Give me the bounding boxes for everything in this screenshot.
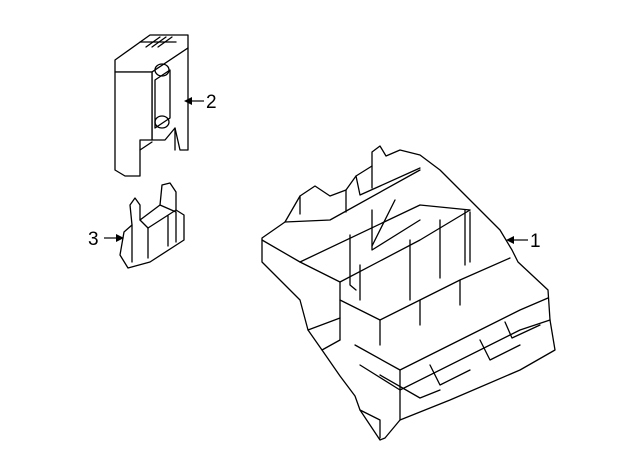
callout-1-number: 1 <box>530 231 541 252</box>
callout-3: 3 <box>88 229 124 250</box>
callout-2-number: 2 <box>206 92 217 113</box>
part-1-fuse-box-housing <box>261 145 556 441</box>
callout-1: 1 <box>506 231 541 252</box>
part-2-relay-block <box>114 34 189 177</box>
callout-2: 2 <box>184 92 217 113</box>
callout-3-number: 3 <box>88 229 99 250</box>
part-3-fuse <box>119 182 185 269</box>
